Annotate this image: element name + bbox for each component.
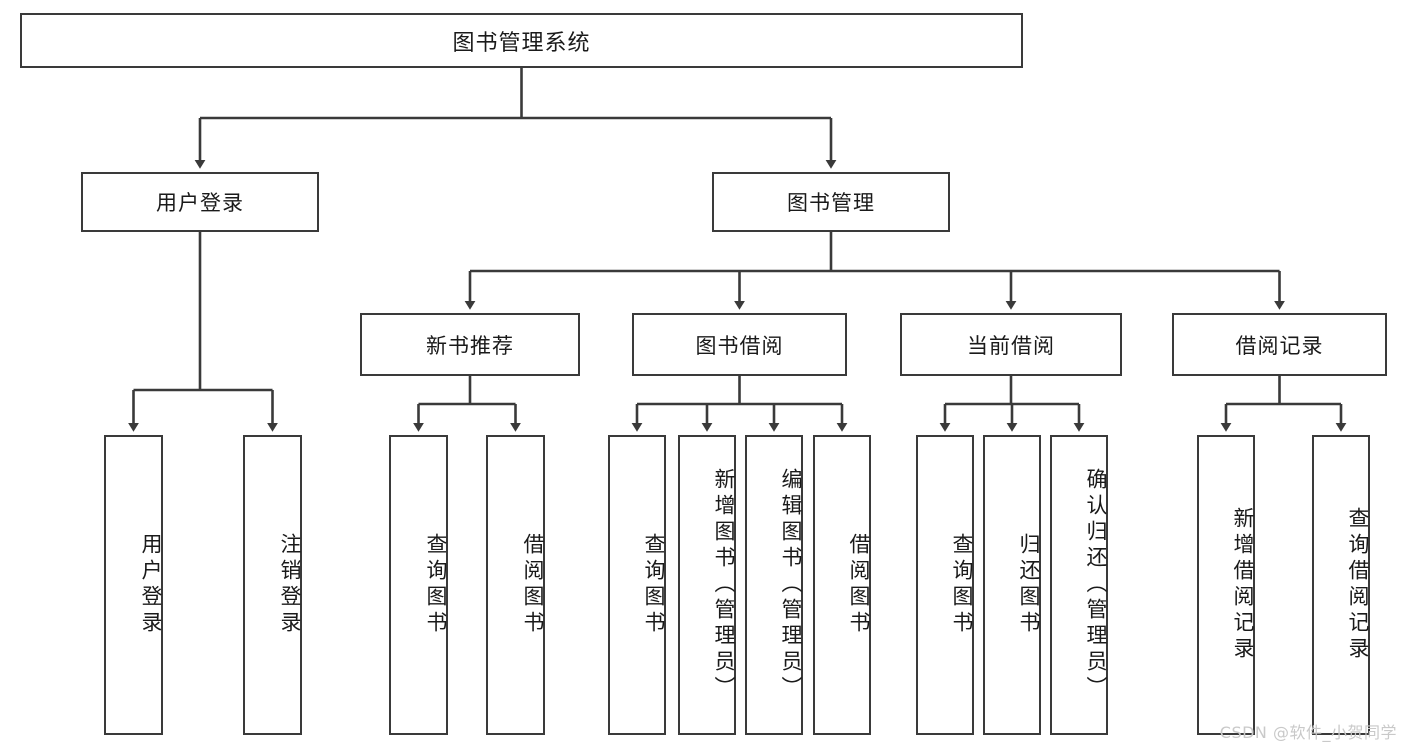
node-leaf-01[interactable]: 用户登录 [104,435,163,735]
node-label: 图书管理系统 [452,30,591,56]
node-label: 确认归还（管理员） [1084,468,1108,702]
node-label: 新增图书（管理员） [712,468,736,702]
node-label: 新书推荐 [426,333,514,358]
node-label: 用户登录 [156,191,244,215]
node-label: 用户登录 [139,533,163,637]
node-current[interactable]: 当前借阅 [900,313,1122,376]
node-login[interactable]: 用户登录 [81,172,319,232]
node-leaf-07[interactable]: 编辑图书（管理员） [745,435,803,735]
node-bookmgmt[interactable]: 图书管理 [712,172,950,232]
node-borrow[interactable]: 图书借阅 [632,313,847,376]
node-label: 新增借阅记录 [1231,507,1255,663]
node-label: 借阅图书 [521,533,545,637]
node-newbook[interactable]: 新书推荐 [360,313,580,376]
node-label: 查询图书 [424,533,448,637]
node-leaf-05[interactable]: 查询图书 [608,435,666,735]
node-leaf-13[interactable]: 查询借阅记录 [1312,435,1370,735]
node-label: 注销登录 [278,533,302,637]
node-label: 当前借阅 [967,333,1055,358]
watermark-text: CSDN @软件_小贺同学 [1219,723,1397,742]
node-leaf-03[interactable]: 查询图书 [389,435,448,735]
node-root[interactable]: 图书管理系统 [20,13,1023,68]
node-label: 查询图书 [642,533,666,637]
node-leaf-06[interactable]: 新增图书（管理员） [678,435,736,735]
node-label: 图书借阅 [695,333,784,358]
node-leaf-09[interactable]: 查询图书 [916,435,974,735]
node-records[interactable]: 借阅记录 [1172,313,1387,376]
node-leaf-10[interactable]: 归还图书 [983,435,1041,735]
node-leaf-08[interactable]: 借阅图书 [813,435,871,735]
node-label: 归还图书 [1017,533,1041,637]
node-label: 编辑图书（管理员） [779,468,803,702]
node-label: 查询借阅记录 [1346,507,1370,663]
node-leaf-11[interactable]: 确认归还（管理员） [1050,435,1108,735]
node-label: 图书管理 [787,191,875,215]
node-label: 借阅图书 [847,533,871,637]
node-leaf-12[interactable]: 新增借阅记录 [1197,435,1255,735]
node-leaf-04[interactable]: 借阅图书 [486,435,545,735]
node-label: 借阅记录 [1235,333,1324,358]
node-label: 查询图书 [950,533,974,637]
node-leaf-02[interactable]: 注销登录 [243,435,302,735]
